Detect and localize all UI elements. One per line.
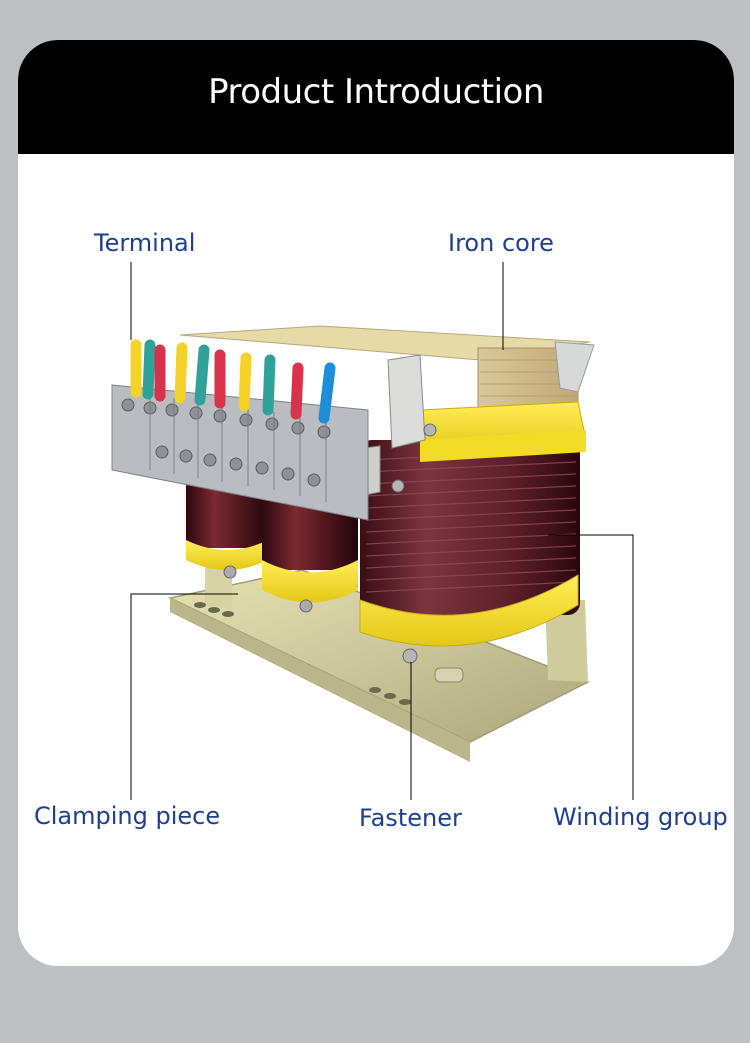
page-title: Product Introduction: [208, 72, 544, 112]
clamping-piece-label: Clamping piece: [34, 802, 221, 830]
iron-core-label: Iron core: [448, 229, 554, 257]
fastener-label: Fastener: [359, 804, 462, 832]
leader-winding-group: [548, 534, 634, 800]
terminal-label: Terminal: [94, 229, 196, 257]
terminal-block: [111, 384, 369, 521]
header-bar: Product Introduction: [18, 40, 734, 154]
base-bracket: [167, 560, 590, 762]
terminal-leads: [130, 339, 336, 424]
winding-group-label: Winding group: [553, 803, 728, 831]
coil-front: [359, 401, 587, 647]
leader-lines: [130, 262, 634, 800]
product-card: Product Introduction: [18, 40, 734, 966]
leader-clamping-piece: [130, 593, 238, 800]
coil-middle: [223, 480, 358, 613]
